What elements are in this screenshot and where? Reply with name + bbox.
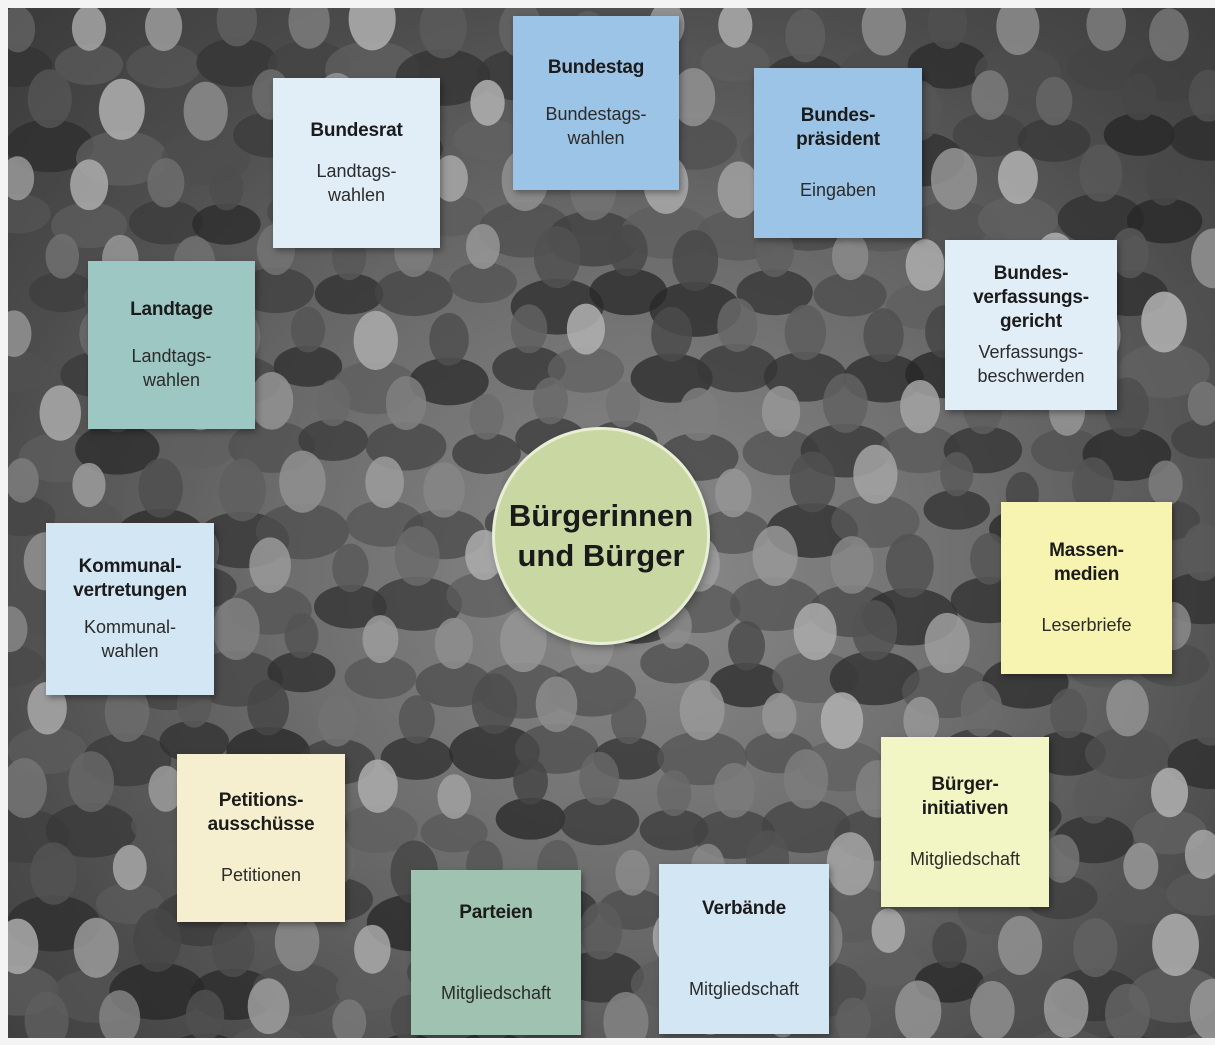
box-subtitle-line: Landtags- bbox=[316, 161, 397, 181]
box-subtitle-line: Bundestags- bbox=[545, 104, 647, 124]
box-massenmedien: Massen- medien Leserbriefe bbox=[1001, 502, 1172, 674]
box-title: Petitions- ausschüsse bbox=[208, 789, 315, 837]
box-parteien: Parteien Mitgliedschaft bbox=[411, 870, 581, 1035]
box-bundesrat: Bundesrat Landtags- wahlen bbox=[273, 78, 440, 248]
box-bundestag: Bundestag Bundestags- wahlen bbox=[513, 16, 679, 190]
box-subtitle-line: wahlen bbox=[327, 185, 386, 205]
box-subtitle-line: beschwerden bbox=[977, 366, 1085, 386]
box-title-line: Bürger- bbox=[931, 774, 999, 795]
box-subtitle: Mitgliedschaft bbox=[440, 982, 552, 1003]
box-title-line: präsident bbox=[796, 129, 880, 150]
box-bundespraesident: Bundes- präsident Eingaben bbox=[754, 68, 922, 238]
box-subtitle: Kommunal- wahlen bbox=[84, 615, 176, 663]
box-bundesverfassungsgericht: Bundes- verfassungs- gericht Verfassungs… bbox=[945, 240, 1117, 410]
box-subtitle-line: Landtags- bbox=[131, 346, 212, 366]
box-title-line: Kommunal- bbox=[78, 556, 182, 577]
box-subtitle-line: Verfassungs- bbox=[978, 342, 1084, 362]
box-subtitle: Mitgliedschaft bbox=[909, 849, 1021, 869]
box-title-line: Bundes- bbox=[800, 105, 876, 126]
box-subtitle: Verfassungs- beschwerden bbox=[977, 340, 1084, 388]
box-title-line: Bundes- bbox=[993, 263, 1069, 284]
box-verbaende: Verbände Mitgliedschaft bbox=[659, 864, 829, 1034]
box-title-line: vertretungen bbox=[73, 580, 187, 601]
box-title: Massen- medien bbox=[1049, 539, 1124, 587]
box-title-line: medien bbox=[1053, 564, 1120, 585]
box-subtitle: Bundestags- wahlen bbox=[545, 102, 646, 150]
center-circle: Bürgerinnen und Bürger bbox=[495, 430, 707, 642]
box-subtitle: Leserbriefe bbox=[1041, 615, 1132, 635]
box-title-line: verfassungs- bbox=[973, 287, 1089, 308]
box-title-line: Petitions- bbox=[218, 790, 304, 811]
box-title: Parteien bbox=[459, 901, 533, 923]
box-subtitle: Landtags- wahlen bbox=[131, 344, 211, 392]
box-subtitle-line: wahlen bbox=[567, 128, 625, 148]
box-title-line: ausschüsse bbox=[207, 814, 315, 835]
crowd-background: Bundestag Bundestags- wahlen Bundesrat L… bbox=[8, 8, 1215, 1038]
box-kommunalvertretungen: Kommunal- vertretungen Kommunal- wahlen bbox=[46, 523, 214, 695]
box-title: Bundes- präsident bbox=[796, 104, 880, 152]
box-title-line: initiativen bbox=[921, 798, 1009, 819]
box-title: Kommunal- vertretungen bbox=[73, 555, 187, 603]
box-title: Bundesrat bbox=[310, 120, 403, 141]
box-title: Bundes- verfassungs- gericht bbox=[973, 262, 1089, 334]
box-subtitle: Petitionen bbox=[220, 865, 302, 885]
box-landtage: Landtage Landtags- wahlen bbox=[88, 261, 255, 429]
box-title-line: Massen- bbox=[1049, 540, 1124, 561]
box-subtitle: Eingaben bbox=[799, 180, 877, 200]
box-subtitle: Mitgliedschaft bbox=[688, 979, 800, 999]
box-title: Bürger- initiativen bbox=[921, 773, 1009, 821]
box-title: Verbände bbox=[702, 898, 786, 919]
box-subtitle-line: wahlen bbox=[101, 641, 159, 661]
box-petitionsausschuesse: Petitions- ausschüsse Petitionen bbox=[177, 754, 345, 922]
box-subtitle-line: wahlen bbox=[142, 370, 201, 390]
box-title: Landtage bbox=[130, 299, 213, 320]
center-title-line: und Bürger bbox=[517, 538, 685, 573]
box-title: Bundestag bbox=[547, 57, 645, 78]
box-subtitle: Landtags- wahlen bbox=[316, 159, 396, 207]
box-subtitle-line: Kommunal- bbox=[83, 617, 177, 637]
center-title-line: Bürgerinnen bbox=[508, 498, 694, 533]
box-buergerinitiativen: Bürger- initiativen Mitgliedschaft bbox=[881, 737, 1049, 907]
box-title-line: gericht bbox=[1000, 311, 1062, 332]
